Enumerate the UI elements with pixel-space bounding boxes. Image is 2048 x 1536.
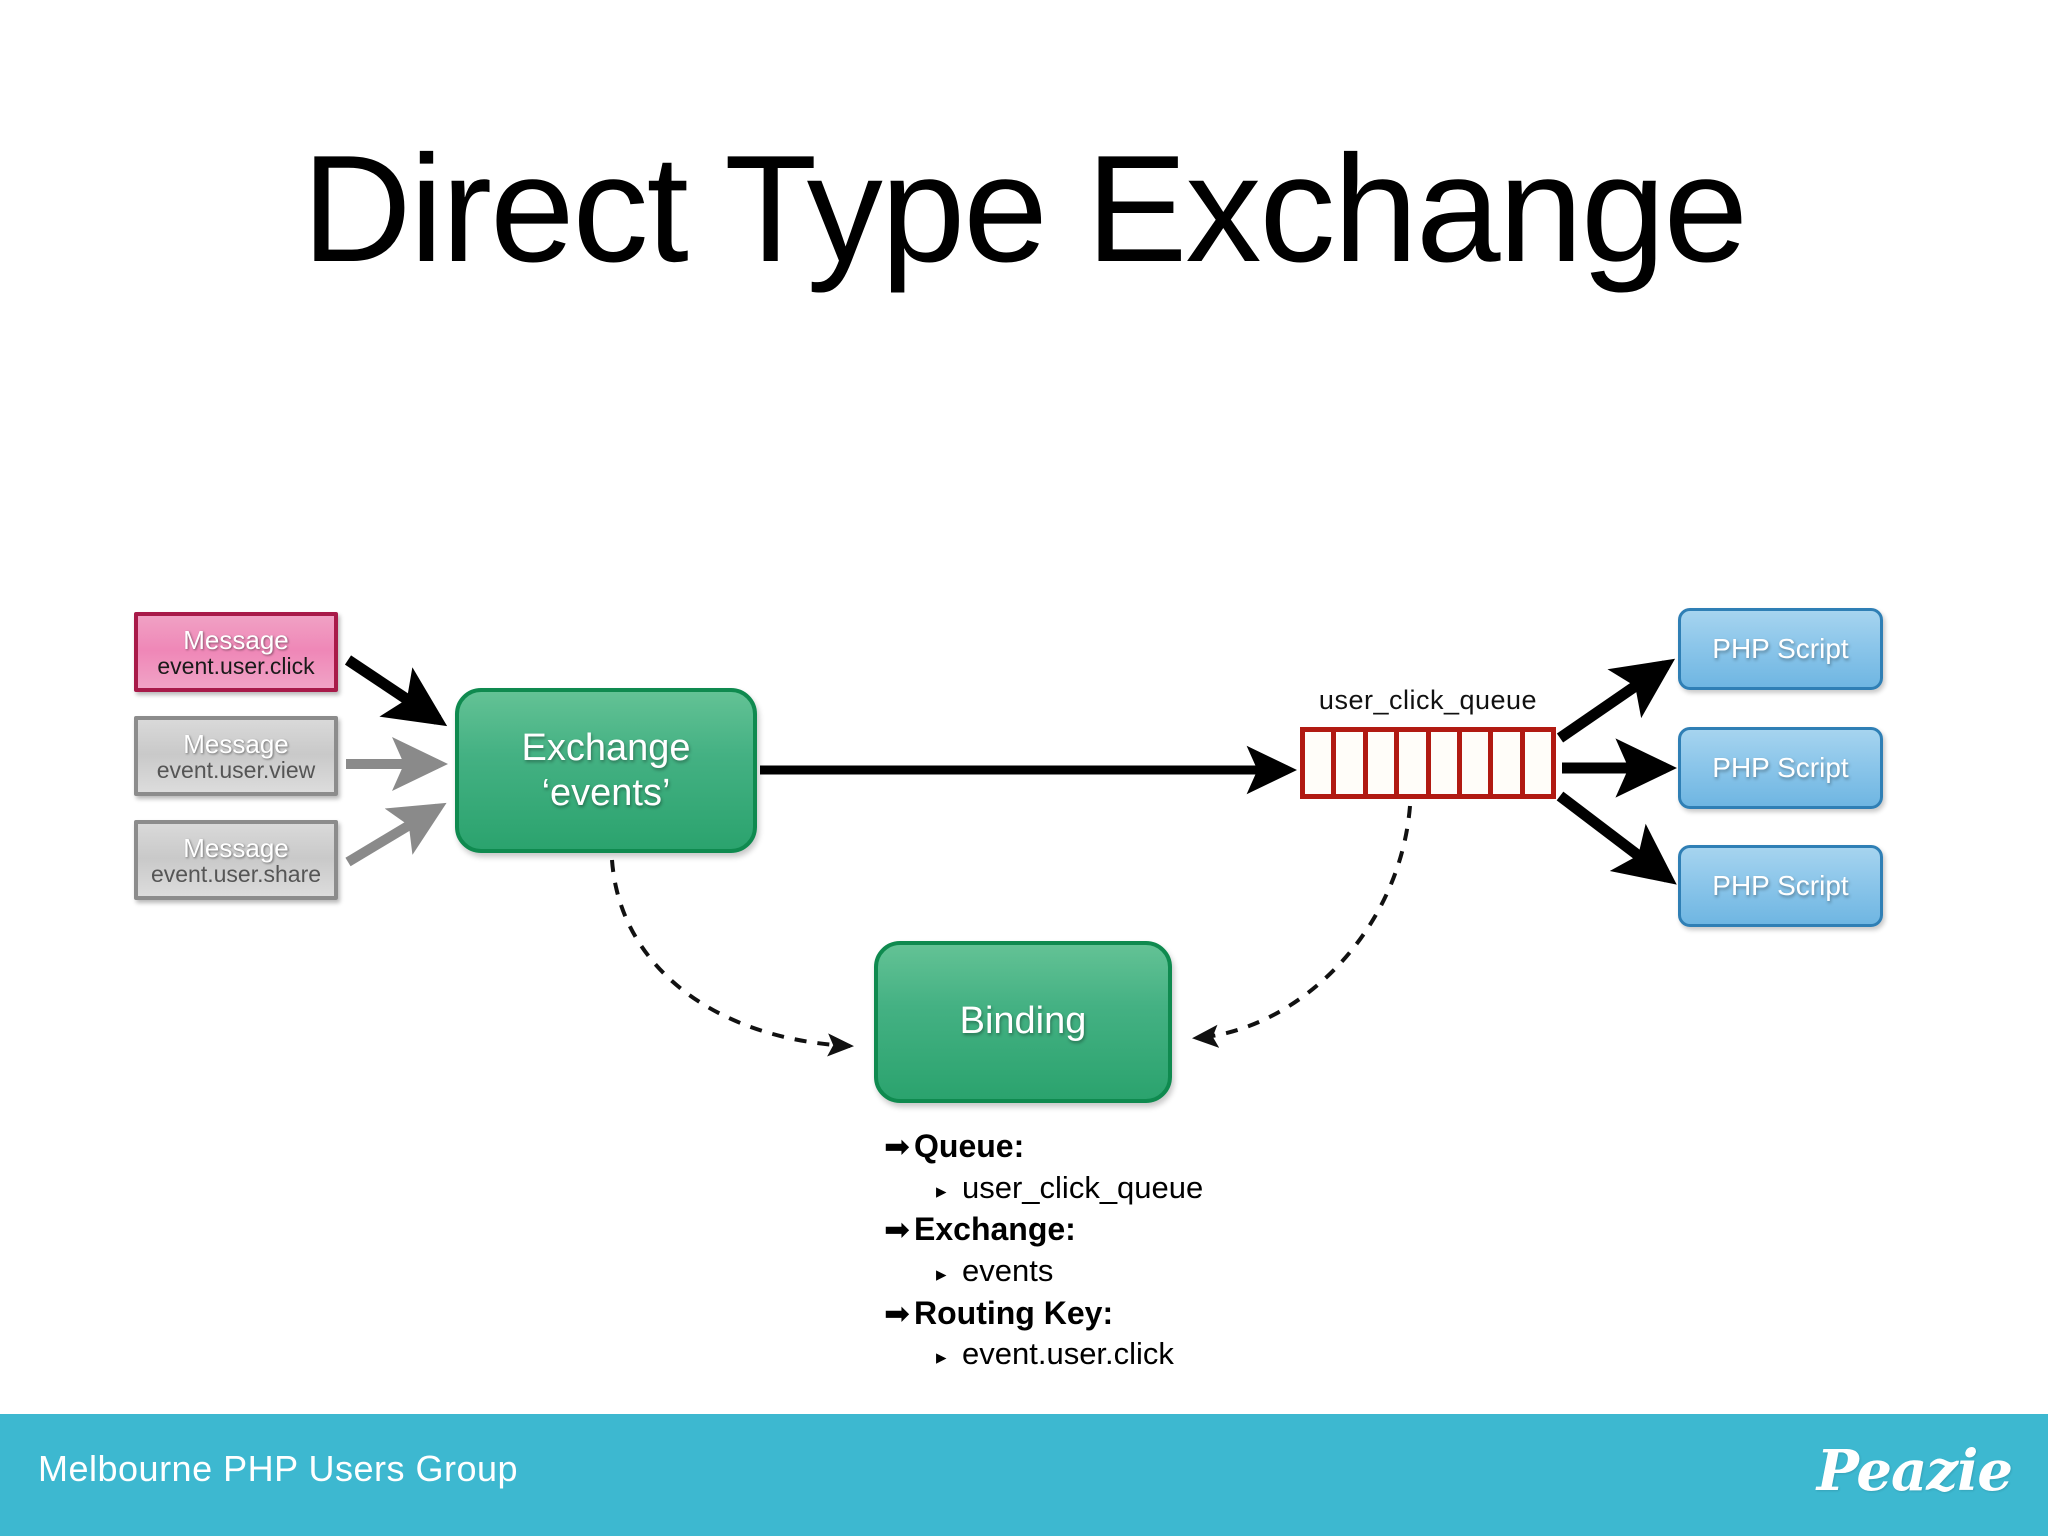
triangle-bullet-icon: ▸ xyxy=(936,1346,947,1370)
peazie-logo: Peazie xyxy=(1816,1438,2013,1504)
message-routing-key: event.user.click xyxy=(157,652,315,679)
message-box-share: Message event.user.share xyxy=(134,820,338,900)
binding-detail-value-routing-key: ▸ event.user.click xyxy=(884,1334,1404,1374)
binding-detail-value: events xyxy=(962,1253,1054,1289)
queue-cell xyxy=(1493,732,1525,794)
binding-detail-heading-queue: ➡ Queue: xyxy=(884,1126,1404,1167)
arrow-queue-to-php-3 xyxy=(1556,791,1677,885)
queue-label: user_click_queue xyxy=(1318,685,1538,715)
binding-detail-value: event.user.click xyxy=(962,1336,1174,1372)
exchange-title: Exchange xyxy=(521,726,691,769)
message-box-view: Message event.user.view xyxy=(134,716,338,796)
queue-cell xyxy=(1367,732,1400,794)
queue-cell xyxy=(1524,732,1551,794)
page-title: Direct Type Exchange xyxy=(301,124,1748,294)
footer-title: Melbourne PHP Users Group xyxy=(38,1448,519,1489)
dashed-arrow-queue-to-binding xyxy=(1192,805,1412,1048)
arrow-bullet-icon: ➡ xyxy=(884,1212,910,1248)
binding-title: Binding xyxy=(959,1000,1087,1043)
queue-cell xyxy=(1461,732,1494,794)
queue-cell xyxy=(1399,732,1431,794)
binding-detail-label: Routing Key: xyxy=(914,1294,1114,1331)
binding-detail-heading-exchange: ➡ Exchange: xyxy=(884,1209,1404,1250)
php-script-box-3: PHP Script xyxy=(1678,845,1883,927)
message-title: Message xyxy=(183,728,289,759)
queue-cell xyxy=(1430,732,1462,794)
binding-detail-label: Exchange: xyxy=(914,1211,1076,1248)
dashed-arrow-exchange-to-binding xyxy=(610,859,854,1057)
footer-bar xyxy=(0,1414,2048,1536)
exchange-name: ‘events’ xyxy=(541,771,671,814)
binding-detail-label: Queue: xyxy=(914,1128,1025,1164)
message-title: Message xyxy=(183,624,289,655)
arrow-share-to-exchange xyxy=(345,802,447,867)
message-box-click: Message event.user.click xyxy=(134,612,338,692)
queue-node xyxy=(1300,727,1556,799)
message-routing-key: event.user.share xyxy=(150,860,322,887)
arrow-bullet-icon: ➡ xyxy=(884,1295,910,1331)
message-title: Message xyxy=(183,832,289,863)
exchange-node: Exchange ‘events’ xyxy=(455,688,757,853)
php-script-box-2: PHP Script xyxy=(1678,727,1883,809)
queue-cell xyxy=(1336,732,1368,794)
binding-detail-value-queue: ▸ user_click_queue xyxy=(884,1168,1404,1208)
binding-node: Binding xyxy=(874,941,1172,1103)
binding-detail-value-exchange: ▸ events xyxy=(884,1251,1404,1291)
php-script-box-1: PHP Script xyxy=(1678,608,1883,690)
binding-detail-value: user_click_queue xyxy=(962,1169,1204,1205)
triangle-bullet-icon: ▸ xyxy=(936,1263,947,1287)
queue-cell xyxy=(1305,732,1337,794)
binding-detail-heading-routing-key: ➡ Routing Key: xyxy=(884,1293,1404,1334)
message-routing-key: event.user.view xyxy=(156,756,316,783)
binding-details-list: ➡ Queue: ▸ user_click_queue ➡ Exchange: … xyxy=(884,1125,1404,1375)
arrow-click-to-exchange xyxy=(344,655,448,727)
arrow-bullet-icon: ➡ xyxy=(884,1129,910,1164)
arrow-queue-to-php-1 xyxy=(1556,658,1676,743)
triangle-bullet-icon: ▸ xyxy=(936,1179,947,1203)
